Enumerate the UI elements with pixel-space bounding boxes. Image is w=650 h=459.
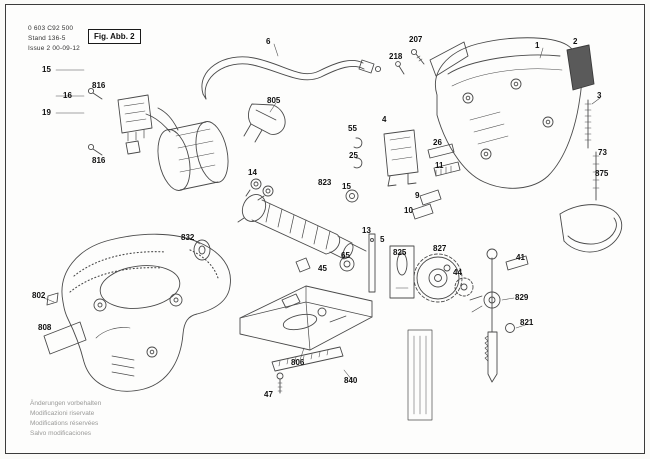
scale-strip-drawing [271,346,344,372]
counterweight-drawing [389,245,415,299]
footer-notice: Änderungen vorbehalten Modificazioni ris… [30,399,101,439]
wire-channel-drawing [407,329,433,421]
part-number-text: 0 603 C92 500 [28,25,74,32]
support-module-drawing [383,129,419,187]
label-plate-drawing [43,292,87,355]
switch-parts-drawing [55,69,153,156]
gear-drawing [413,253,463,303]
guard-cover-drawing [559,204,623,253]
cover-sheet-drawing [566,44,595,91]
pinion-drawing [454,277,474,297]
housing-right-drawing [429,37,582,189]
figure-label-box: Fig. Abb. 2 [88,29,141,44]
blade-assembly-drawing [469,248,529,383]
motor-stator-drawing [145,107,229,191]
footer-line: Änderungen vorbehalten [30,399,102,407]
washer-65-drawing [295,256,355,273]
power-cord-drawing [201,56,382,100]
top-screws-drawing [395,48,425,75]
screw-47-drawing [276,372,284,394]
washer-parts-drawing [250,178,274,197]
housing-left-drawing [61,233,231,392]
spring-rod-drawing [584,99,600,201]
footer-line: Modifications réservées [30,419,99,427]
bearing-832-drawing [193,239,211,261]
issue-text: Issue 2 00-09-12 [28,44,80,52]
plunger-bar-drawing [368,233,376,293]
footer-line: Salvo modificaciones [30,429,92,437]
document-header: 0 603 C92 500 Stand 136-5 Issue 2 00-09-… [28,24,80,53]
baseplate-drawing [239,285,373,351]
stand-text: Stand 136-5 [28,34,66,42]
lever-pieces-drawing [411,143,461,220]
footer-line: Modificazioni riservate [30,409,95,417]
armature-drawing [237,189,367,260]
power-plug-drawing [243,103,286,143]
circlip-parts-drawing [353,137,363,169]
leader-lines [43,43,601,381]
